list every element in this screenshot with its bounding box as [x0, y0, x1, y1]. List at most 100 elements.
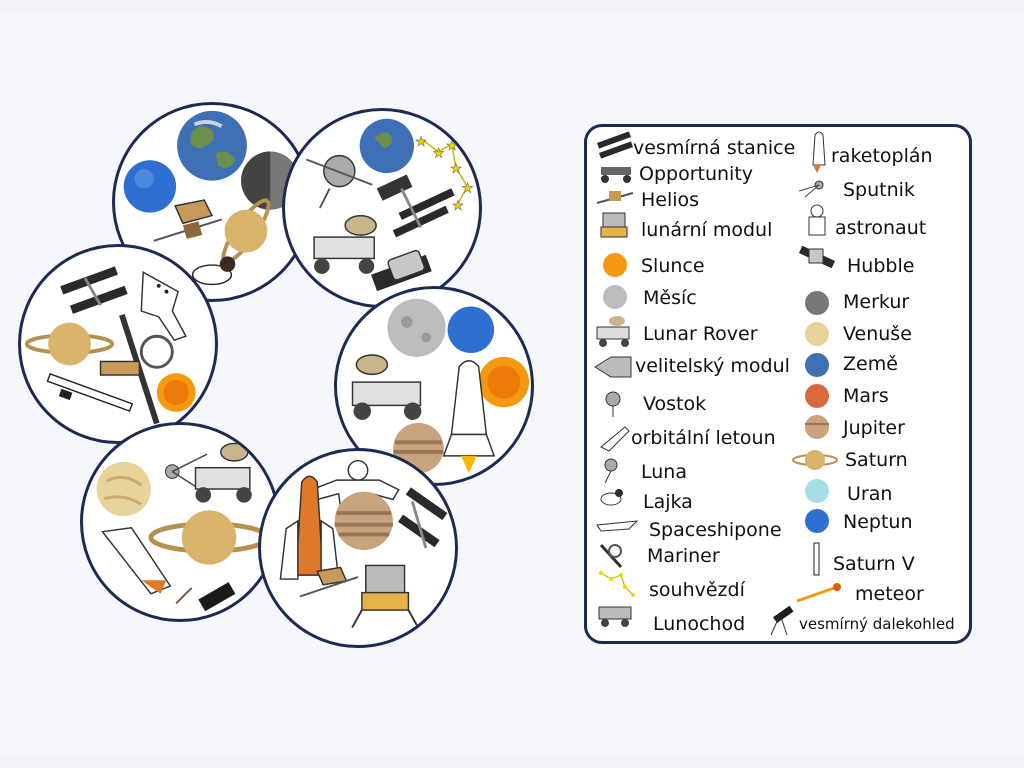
card-2[interactable]: ★ ★ ★ ★ ★ ★	[282, 108, 482, 308]
neptune-icon	[123, 160, 177, 213]
space-shuttle-icon	[279, 475, 340, 580]
venus-icon	[805, 322, 829, 346]
legend-label: astronaut	[835, 217, 927, 239]
jupiter-icon	[805, 415, 829, 439]
probe-icon	[299, 566, 359, 598]
legend-label: Uran	[847, 483, 893, 505]
legend-label: Slunce	[641, 255, 705, 277]
moon-icon	[387, 298, 446, 357]
legend-label: Lunochod	[653, 613, 746, 635]
legend-label: souhvězdí	[649, 579, 745, 601]
spaceshipone-icon	[140, 271, 187, 341]
legend-label: Spaceshipone	[649, 519, 782, 541]
legend-label: Lajka	[643, 491, 693, 513]
sun-icon	[478, 356, 530, 408]
vostok-icon	[305, 154, 373, 209]
legend-label: Země	[843, 353, 898, 375]
svg-text:★: ★	[432, 146, 444, 162]
legend-label: Sputnik	[843, 179, 915, 201]
rover-icon	[601, 167, 631, 183]
lunar-rover-icon	[351, 354, 422, 420]
space-shuttle-icon	[101, 527, 172, 595]
constellation-icon: ★ ★ ★ ★ ★ ★	[415, 134, 474, 215]
card-1[interactable]	[112, 102, 312, 302]
space-station-icon	[596, 131, 634, 159]
legend-label: vesmírný dalekohled	[799, 615, 955, 633]
space-shuttle-icon	[442, 360, 496, 474]
legend-label: Jupiter	[843, 417, 905, 439]
legend-label: Luna	[641, 461, 687, 483]
legend-label: Saturn	[845, 449, 908, 471]
vostok-icon	[605, 391, 621, 417]
lunokhod-icon	[598, 606, 632, 627]
card-5[interactable]	[80, 422, 280, 622]
earth-icon	[359, 118, 415, 174]
legend-label: Měsíc	[643, 287, 697, 309]
lunar-rover-icon	[194, 442, 252, 503]
space-station-icon	[60, 266, 128, 314]
lunar-module-icon	[600, 212, 628, 238]
mariner-icon	[99, 314, 174, 425]
legend-label: Venuše	[843, 323, 912, 345]
card-ring: ★ ★ ★ ★ ★ ★	[18, 102, 534, 648]
sun-icon	[603, 253, 627, 277]
legend-label: Mariner	[647, 545, 720, 567]
legend-label: raketoplán	[831, 145, 933, 167]
saturn-icon	[792, 450, 838, 470]
legend-label: Helios	[641, 189, 700, 211]
svg-text:★: ★	[415, 134, 427, 150]
moon-icon	[603, 285, 627, 309]
hubble-icon	[798, 245, 836, 269]
legend-label: Hubble	[847, 255, 915, 277]
mars-icon	[805, 384, 829, 408]
legend-label: Vostok	[643, 393, 707, 415]
legend-label: Merkur	[843, 291, 910, 313]
jupiter-icon	[334, 491, 393, 550]
saturn-v-icon	[813, 542, 820, 576]
earth-icon	[177, 110, 247, 181]
uranus-icon	[805, 479, 829, 503]
svg-text:★: ★	[452, 198, 464, 214]
legend-label: Saturn V	[833, 553, 915, 575]
constellation-icon	[599, 571, 635, 597]
legend-panel: vesmírná stanice Opportunity Helios luná…	[584, 124, 972, 644]
sputnik-icon	[798, 180, 824, 198]
telescope-icon	[770, 605, 794, 636]
svg-text:★: ★	[446, 138, 458, 154]
legend-label: velitelský modul	[635, 355, 790, 377]
saturn-v-icon	[46, 372, 134, 413]
card-3[interactable]	[18, 244, 218, 444]
mariner-icon	[599, 543, 623, 569]
saturn-icon	[24, 322, 115, 366]
legend-label: vesmírná stanice	[633, 137, 796, 159]
lunar-rover-icon	[596, 316, 630, 347]
legend-label: meteor	[855, 583, 924, 605]
legend-label: orbitální letoun	[631, 427, 776, 449]
earth-icon	[805, 353, 829, 377]
venus-icon	[96, 461, 151, 517]
dog-icon	[600, 489, 623, 506]
hubble-icon	[371, 249, 432, 292]
space-station-icon	[398, 487, 448, 549]
luna-probe-icon	[604, 458, 618, 484]
orbital-plane-icon	[600, 426, 630, 452]
legend-label: lunární modul	[641, 219, 773, 241]
telescope-icon	[175, 582, 236, 612]
probe-icon	[153, 199, 222, 242]
space-station-icon	[376, 174, 455, 238]
legend-label: Opportunity	[639, 163, 754, 185]
spaceshipone-icon	[596, 520, 639, 532]
legend-label: Lunar Rover	[643, 323, 758, 345]
space-shuttle-icon	[812, 131, 826, 173]
lunar-rover-icon	[313, 215, 377, 274]
probe-icon	[596, 191, 634, 204]
legend-label: Mars	[843, 385, 889, 407]
lunar-module-icon	[351, 564, 419, 629]
dog-icon	[191, 256, 236, 286]
card-6[interactable]	[258, 448, 458, 648]
sun-icon	[156, 373, 196, 412]
saturn-icon	[148, 510, 270, 565]
svg-text:★: ★	[462, 180, 474, 196]
neptune-icon	[805, 509, 829, 533]
svg-text:★: ★	[450, 161, 462, 177]
